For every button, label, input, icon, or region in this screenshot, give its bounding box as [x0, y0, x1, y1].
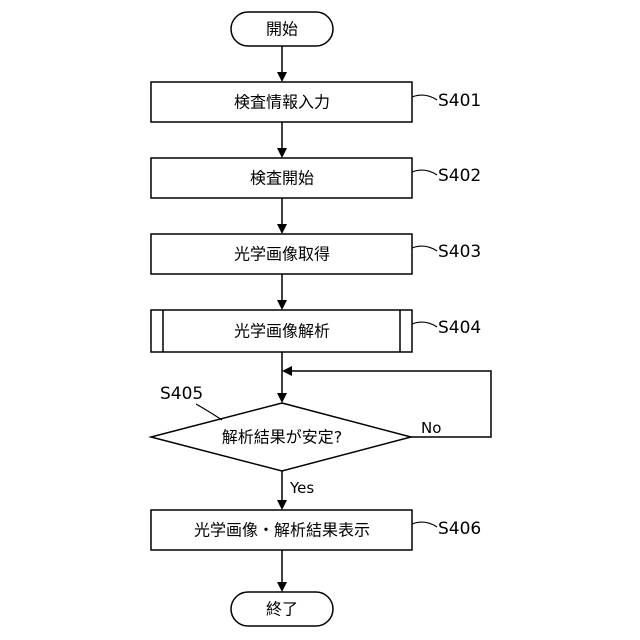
leader-s406 — [412, 522, 437, 527]
process-s403-text: 光学画像取得 — [234, 245, 330, 264]
arrowhead-s403-s404 — [277, 300, 287, 310]
process-s402-text: 検査開始 — [250, 169, 314, 188]
step-label-s401: S401 — [438, 91, 481, 111]
step-label-s402: S402 — [438, 166, 481, 186]
branch-no-label: No — [421, 419, 441, 437]
decision-s405-text: 解析結果が安定? — [222, 428, 343, 447]
process-s401-text: 検査情報入力 — [234, 93, 330, 112]
step-label-s405: S405 — [160, 384, 203, 404]
leader-s402 — [412, 170, 437, 175]
arrowhead-s401-s402 — [277, 148, 287, 158]
step-label-s403: S403 — [438, 242, 481, 262]
arrowhead-s402-s403 — [277, 224, 287, 234]
leader-s403 — [412, 246, 437, 251]
arrowhead-start-s401 — [277, 72, 287, 82]
loop-no-arrowhead — [282, 366, 292, 376]
process-s406-text: 光学画像・解析結果表示 — [194, 521, 370, 540]
step-label-s406: S406 — [438, 519, 481, 539]
arrowhead-s404-s405 — [277, 393, 287, 403]
branch-yes-label: Yes — [289, 479, 314, 497]
leader-s404 — [412, 322, 437, 327]
leader-s401 — [412, 95, 437, 100]
step-label-s404: S404 — [438, 318, 481, 338]
subprocess-s404-text: 光学画像解析 — [234, 322, 330, 341]
start-text: 開始 — [266, 20, 298, 39]
end-text: 終了 — [266, 600, 298, 619]
leader-s405 — [196, 404, 222, 420]
arrowhead-s405-s406 — [277, 500, 287, 510]
arrowhead-s406-end — [277, 582, 287, 592]
